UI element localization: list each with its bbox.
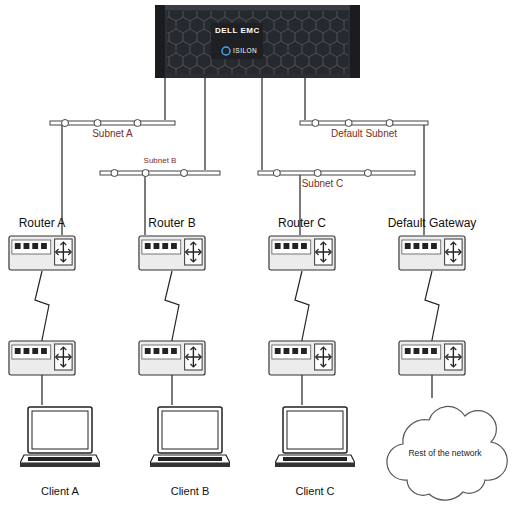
node-label: Default Subnet <box>331 129 397 139</box>
client-laptop-shape <box>275 405 355 470</box>
node-label: Client B <box>171 486 210 497</box>
router-box-shape <box>268 235 336 271</box>
subnet-bus: Subnet C <box>258 170 415 175</box>
subnet-bus-shape <box>258 167 415 179</box>
network-link <box>144 175 145 235</box>
network-link <box>295 271 309 405</box>
logo-text: ISILON <box>233 48 257 55</box>
router-box-shape <box>138 235 206 271</box>
router-box: Router C <box>268 235 336 271</box>
router-box: Router B <box>138 235 206 271</box>
storage-cluster-shape <box>155 5 360 78</box>
network-link <box>165 271 179 405</box>
node-label: Router A <box>19 217 66 229</box>
client-laptop: Client B <box>150 405 230 470</box>
node-label: Client C <box>295 486 334 497</box>
client-laptop: Client C <box>275 405 355 470</box>
router-box: Default Gateway <box>398 235 466 271</box>
client-laptop: Client A <box>20 405 100 470</box>
subnet-bus-shape <box>100 167 220 179</box>
network-cloud: Rest of the network <box>385 398 505 500</box>
storage-cluster: DELL EMC ISILON <box>155 5 360 78</box>
node-label: Subnet A <box>92 129 133 139</box>
network-link <box>35 271 49 405</box>
router-box-shape <box>398 235 466 271</box>
network-link <box>425 271 439 398</box>
subnet-bus-shape <box>50 117 175 129</box>
network-link <box>261 78 262 170</box>
node-label: Rest of the network <box>408 449 481 458</box>
node-label: Subnet C <box>302 179 344 189</box>
client-laptop-shape <box>150 405 230 470</box>
router-box: Router A <box>8 235 76 271</box>
subnet-bus: Subnet B <box>100 170 220 175</box>
node-label: Router C <box>278 217 326 229</box>
node-label: Subnet B <box>144 157 177 165</box>
logo-text: DELL EMC <box>215 27 260 35</box>
node-label: Client A <box>41 486 79 497</box>
network-link <box>304 78 305 120</box>
subnet-bus: Subnet A <box>50 120 175 125</box>
router-box-shape <box>8 235 76 271</box>
subnet-bus-shape <box>300 117 428 129</box>
client-laptop-shape <box>20 405 100 470</box>
subnet-bus: Default Subnet <box>300 120 428 125</box>
network-link <box>164 78 165 120</box>
node-label: Default Gateway <box>388 217 477 229</box>
network-link <box>204 78 205 170</box>
node-label: Router B <box>148 217 195 229</box>
